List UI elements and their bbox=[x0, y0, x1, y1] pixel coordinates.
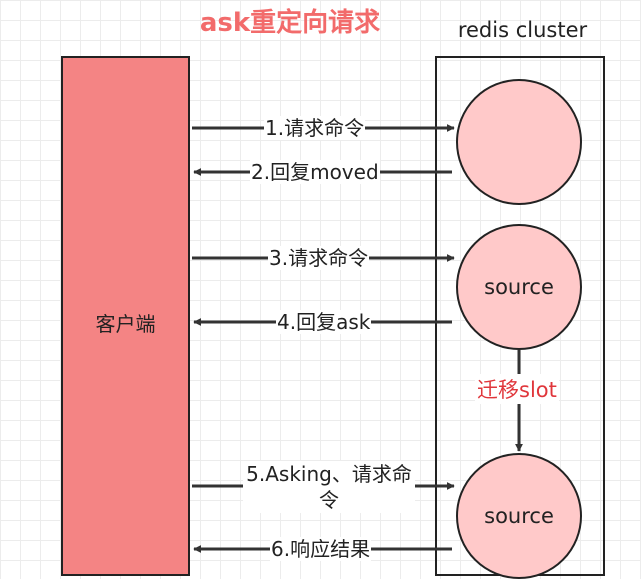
message-5: 5.Asking、请求命令 bbox=[243, 461, 415, 513]
cluster-label: redis cluster bbox=[457, 18, 588, 42]
message-4: 4.回复ask bbox=[276, 310, 372, 334]
node-source-1-label: source bbox=[484, 275, 554, 299]
client-label: 客户端 bbox=[95, 312, 156, 336]
diagram-title: ask重定向请求 bbox=[199, 8, 381, 38]
migrate-slot-label: 迁移slot bbox=[475, 374, 559, 404]
message-1: 1.请求命令 bbox=[264, 116, 366, 140]
message-3: 3.请求命令 bbox=[268, 246, 370, 270]
message-6: 6.响应结果 bbox=[270, 537, 372, 561]
node-1 bbox=[456, 79, 582, 205]
client-box: 客户端 bbox=[61, 56, 190, 576]
node-source-1: source bbox=[456, 224, 582, 350]
node-source-2-label: source bbox=[484, 504, 554, 528]
message-2: 2.回复moved bbox=[250, 160, 380, 184]
